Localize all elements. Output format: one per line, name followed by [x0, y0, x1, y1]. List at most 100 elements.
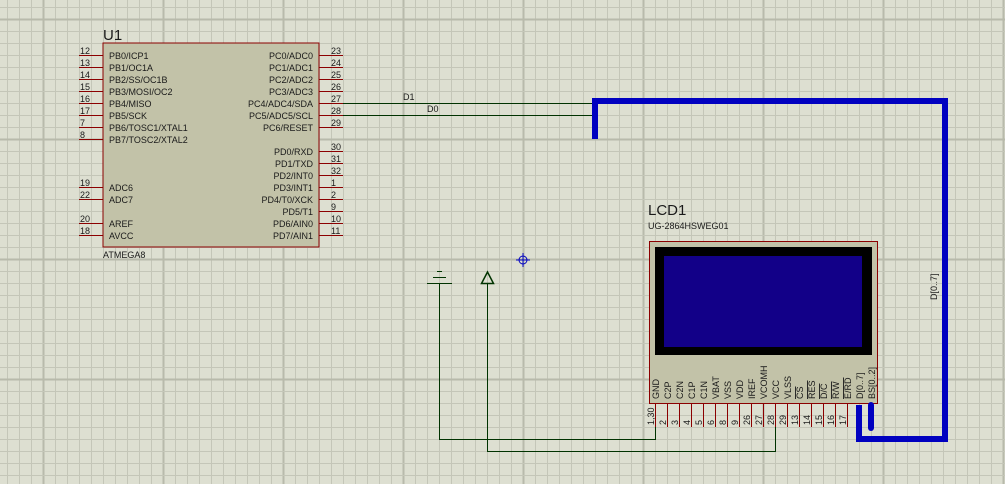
pin-name: PC6/RESET — [263, 123, 314, 133]
pin-number: 25 — [331, 70, 341, 80]
pin-number: 30 — [331, 142, 341, 152]
pin-name: ADC7 — [109, 195, 133, 205]
pin-name: E/RD — [843, 377, 853, 399]
pin-number: 11 — [331, 226, 340, 236]
pin-number: 31 — [331, 154, 341, 164]
pin-name: PB5/SCK — [109, 111, 147, 121]
pin-number: 8 — [718, 420, 728, 425]
pin-name: PD5/T1 — [282, 207, 313, 217]
lcd-pin-erd[interactable]: 17E/RD — [838, 377, 853, 427]
lcd-pin-d07[interactable]: D[0..7] — [855, 372, 865, 399]
pin-name: PD1/TXD — [275, 159, 314, 169]
pin-number: 1,30 — [646, 407, 656, 425]
pin-number: 14 — [802, 415, 812, 425]
u1-ref-label: U1 — [103, 27, 122, 44]
lcd-pin-dc[interactable]: 15D/C — [814, 383, 829, 427]
lcd-pin-rw[interactable]: 16R/W — [826, 381, 841, 427]
pin-name: RES — [807, 380, 817, 399]
pin-name: PB3/MOSI/OC2 — [109, 87, 173, 97]
lcd-pin-res[interactable]: 14 RES — [802, 380, 817, 427]
pin-number: 13 — [80, 58, 90, 68]
pin-number: 27 — [331, 94, 341, 104]
pin-number: 9 — [730, 420, 740, 425]
lcd-pin-c1p[interactable]: 4 C1P — [682, 381, 697, 427]
pin-number: 12 — [80, 46, 90, 56]
pin-name: PD2/INT0 — [273, 171, 313, 181]
power-terminal[interactable] — [480, 270, 495, 285]
pin-number: 8 — [80, 130, 85, 140]
pin-name: PC5/ADC5/SCL — [249, 111, 313, 121]
pin-number: 10 — [331, 214, 341, 224]
wire-vcc[interactable] — [487, 283, 776, 452]
pin-name: C1P — [687, 381, 697, 399]
bus-label: D[0..7] — [929, 273, 939, 300]
pin-name: PB2/SS/OC1B — [109, 75, 168, 85]
pin-number: 9 — [331, 202, 336, 212]
bus-line[interactable] — [592, 98, 948, 442]
pin-number: 23 — [331, 46, 341, 56]
wire-gnd[interactable] — [439, 283, 656, 440]
pin-name: PC0/ADC0 — [269, 51, 313, 61]
power-arrow-icon — [480, 270, 495, 285]
pin-name: PD3/INT1 — [273, 183, 313, 193]
lcd-component[interactable]: LCD1 UG-2864HSWEG01 1,30GND2C2P3C2N4C1P5… — [646, 202, 878, 427]
lcd-part-label: UG-2864HSWEG01 — [648, 221, 729, 231]
pin-number: 26 — [331, 82, 341, 92]
pin-number: 29 — [778, 415, 788, 425]
pin-number: 22 — [80, 190, 90, 200]
pin-number: 32 — [331, 166, 341, 176]
pin-name: C1N — [699, 381, 709, 399]
lcd-pin-bs02[interactable]: BS[0..2] — [867, 367, 877, 399]
pin-name: AREF — [109, 219, 134, 229]
ground-terminal[interactable] — [427, 271, 452, 284]
pin-number: 14 — [80, 70, 90, 80]
pin-number: 4 — [682, 420, 692, 425]
pin-number: 15 — [814, 415, 824, 425]
bus-d0-7[interactable]: D[0..7] — [592, 98, 948, 442]
pin-number: 20 — [80, 214, 90, 224]
